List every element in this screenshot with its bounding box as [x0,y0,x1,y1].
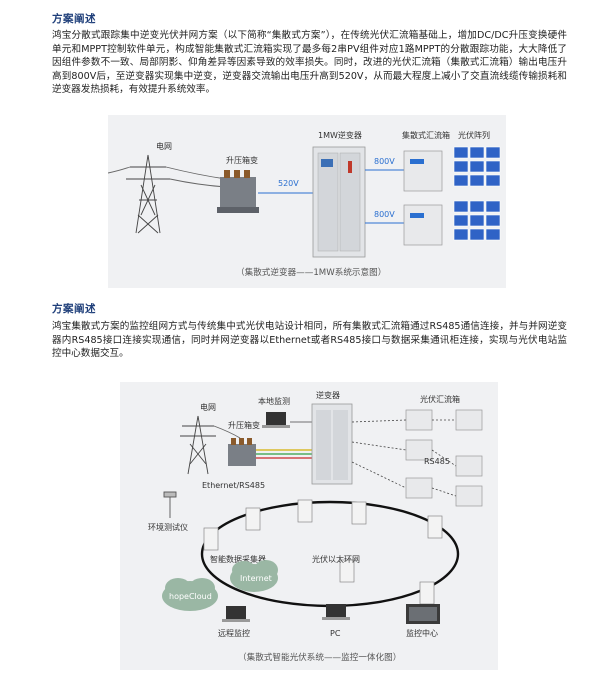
figure-2-svg: 电网 升压箱变 本地监测 逆变器 [148,390,483,663]
section-2-body: 鸿宝集散式方案的监控组网方式与传统集中式光伏电站设计相同，所有集散式汇流箱通过R… [52,321,567,360]
fig1-caption: （集散式逆变器——1MW系统示意图） [236,266,386,278]
monitor-screen-icon [406,604,440,624]
fig1-transformer-label: 升压箱变 [226,155,258,165]
inverter-cabinet-icon [312,146,366,258]
fig2-eth-rs485-label: Ethernet/RS485 [202,481,265,490]
hopecloud-icon [162,578,218,611]
fig2-combiner-label: 光伏汇流箱 [420,394,460,404]
fig2-rs485-label: RS485 [424,457,450,466]
figure-2-monitoring-diagram: 电网 升压箱变 本地监测 逆变器 [120,382,498,670]
weather-station-icon [163,491,177,518]
fig2-ring-label: 光伏以太环网 [312,554,360,564]
fig2-transformer-label: 升压箱变 [228,420,260,430]
figure-1-svg: 电网 升压箱变 520V 1MW逆变器 800V 800V [107,130,501,278]
fig2-internet-label: Internet [240,574,272,583]
fig2-pc-label: PC [330,629,341,638]
laptop-icon [322,604,350,620]
fig1-combiner-label: 集散式汇流箱 [402,130,450,140]
section-1-body: 鸿宝分散式跟踪集中逆变光伏并网方案（以下简称“集散式方案”），在传统光伏汇流箱基… [52,30,567,96]
section-1-title: 方案阐述 [52,13,96,25]
inverter-cabinet-icon [311,403,353,485]
pv-array-icon [453,146,501,241]
fig2-collector-label: 智能数据采集器 [210,554,266,564]
laptop-icon [262,412,290,428]
fig2-env-meter-label: 环境测试仪 [148,522,188,532]
fig2-local-monitor-label: 本地监测 [258,396,290,406]
transmission-tower-icon [180,415,241,475]
ethernet-ring [200,500,460,608]
fig2-center-label: 监控中心 [406,628,438,638]
fig2-inverter-label: 逆变器 [316,390,340,400]
fig2-grid-label: 电网 [200,402,216,412]
figure-1-system-diagram: 电网 升压箱变 520V 1MW逆变器 800V 800V [107,115,506,288]
internet-cloud-icon [230,560,278,592]
fig1-inverter-label: 1MW逆变器 [318,130,362,140]
fig1-voltage-dc-top: 800V [374,157,395,166]
combiner-box-icon [403,150,443,246]
fig2-remote-label: 远程监控 [218,628,250,638]
section-2-title: 方案阐述 [52,303,96,315]
fig2-caption: （集散式智能光伏系统——监控一体化图） [238,651,401,663]
transmission-tower-icon [107,154,227,234]
transformer-icon [217,170,259,213]
combiner-box-icon [405,409,483,507]
fig1-pv-array-label: 光伏阵列 [458,130,490,140]
fig1-voltage-dc-bottom: 800V [374,210,395,219]
fig1-voltage-ac: 520V [278,179,299,188]
laptop-icon [222,606,250,622]
transformer-icon [228,438,256,466]
fig1-grid-label: 电网 [156,141,172,151]
fig2-cloud-label: hopeCloud [169,592,212,601]
